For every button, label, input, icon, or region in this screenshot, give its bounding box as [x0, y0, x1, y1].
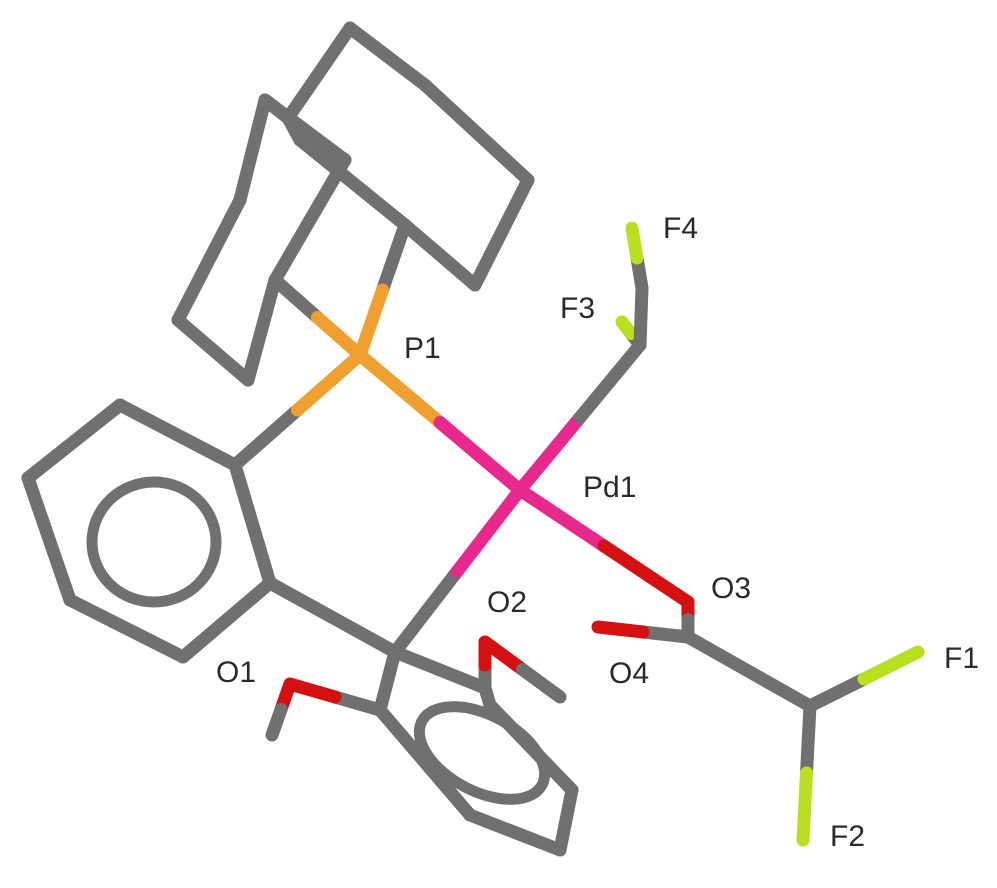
- pd-cf2h-bond-a: [513, 411, 587, 497]
- cage-bond-9: [171, 193, 247, 327]
- atom-label-f2: F2: [830, 820, 865, 853]
- cage-bond-12: [268, 153, 352, 287]
- c-f3-bond-b: [615, 315, 638, 340]
- p-c-bond-upper-a: [376, 218, 412, 297]
- phenyl-bond-5: [228, 458, 277, 590]
- c-f1-bond-a: [803, 672, 871, 713]
- atom-label-f3: F3: [560, 292, 595, 325]
- c-f1-bond-b: [857, 645, 925, 686]
- cage-bond-3: [398, 218, 482, 292]
- pd-cf2h-bond-b: [573, 338, 647, 424]
- pd-o3-bond-b: [597, 539, 695, 609]
- aromatic-ring-left: [86, 476, 222, 608]
- pd-o3-bond-a: [513, 483, 611, 553]
- c-o4-bond-a: [636, 625, 695, 644]
- acyl-c-c-bond: [681, 630, 817, 713]
- cage-bond-2: [468, 173, 535, 292]
- methoxy1-co-b: [283, 677, 342, 704]
- c-f4-bond-b: [625, 221, 644, 265]
- methoxy1-oc-b: [265, 703, 288, 742]
- phenyl-bond-1: [21, 398, 127, 485]
- aryl-central-bond: [263, 576, 402, 659]
- cage-bond-14: [258, 93, 352, 167]
- atom-label-f1: F1: [944, 642, 979, 675]
- atom-label-p1: P1: [404, 332, 441, 365]
- phenyl-bond-2: [21, 471, 77, 607]
- ring-bond-1: [463, 808, 567, 857]
- central-ring-bond-1: [373, 645, 402, 717]
- cf2h-upper: [633, 281, 649, 352]
- bonds-layer: [21, 21, 925, 857]
- ring-bond-2: [553, 783, 579, 857]
- cage-bond-6: [281, 21, 357, 125]
- methoxy2-oc-a: [478, 635, 529, 676]
- atom-label-f4: F4: [663, 212, 698, 245]
- atom-labels-layer: P1 Pd1 F3 F4 O2 O3 O1 O4 F1 F2: [216, 212, 979, 853]
- atom-label-o4: O4: [609, 657, 649, 690]
- cage-bond-10: [171, 313, 255, 387]
- atom-label-o2: O2: [487, 586, 527, 619]
- p-c-bond-left-a: [268, 273, 324, 324]
- atom-label-o3: O3: [711, 572, 751, 605]
- pd-c-bond-a: [388, 564, 464, 659]
- p-aryl-bond-b: [291, 348, 367, 417]
- p-c-bond-upper-b: [353, 283, 389, 362]
- aromatic-rings-layer: [86, 476, 551, 805]
- methoxy1-co-a: [328, 690, 387, 717]
- phenyl-bond-0: [113, 398, 242, 472]
- p-aryl-bond-a: [228, 403, 304, 472]
- p-c-bond-left-b: [311, 311, 367, 362]
- aromatic-ring-bottom: [413, 701, 551, 805]
- pd-c-bond-b: [451, 483, 527, 578]
- phenyl-bond-4: [176, 576, 277, 664]
- cage-bond-1: [418, 78, 535, 187]
- c-o4-bond-b: [591, 620, 650, 639]
- cage-bond-0: [343, 21, 432, 92]
- p-pd-bond-b: [433, 416, 527, 497]
- p-pd-bond-a: [353, 348, 447, 429]
- c-f2-bond-b: [796, 766, 813, 847]
- cage-bond-8: [233, 93, 272, 207]
- methoxy2-oc-b: [516, 663, 567, 704]
- cage-bond-11: [241, 273, 282, 387]
- atom-label-pd1: Pd1: [583, 471, 636, 504]
- atom-label-o1: O1: [216, 656, 256, 689]
- phenyl-bond-3: [63, 593, 190, 664]
- central-ring-bond-2: [388, 645, 492, 695]
- ring-bond-0: [373, 703, 477, 822]
- c-f2-bond-a: [800, 699, 817, 780]
